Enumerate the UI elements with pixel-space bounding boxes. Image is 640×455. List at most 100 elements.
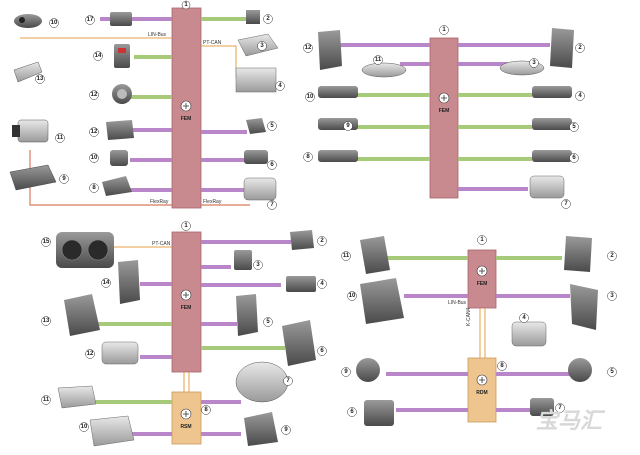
quadrant-bottom-right: FEM 1 RDM K-CAN4 LIN-Bus 11 10	[341, 235, 617, 426]
rsm-label-bl: RSM	[180, 424, 191, 430]
device-switch-3-bl	[234, 250, 252, 270]
device-motor-11-br	[360, 236, 390, 274]
quadrant-top-left: FEM 1 LIN-Bus PT-CAN FlexRay FlexRay	[9, 0, 285, 210]
callout-bl-14: 14	[103, 280, 110, 286]
callout-bl-9: 9	[284, 427, 288, 433]
device-window-switch-10-br	[360, 278, 404, 324]
fem-label-tr: FEM	[439, 108, 450, 114]
device-relay-2-tl	[246, 10, 260, 24]
callout-tr-10: 10	[307, 94, 314, 100]
callout-tl-7: 7	[270, 202, 274, 208]
device-lock-12-tl	[106, 120, 134, 140]
device-antenna-tl	[13, 61, 43, 83]
callout-tr-5: 5	[572, 124, 576, 130]
bus-label-ptcan-tl: PT-CAN	[203, 40, 222, 46]
callout-tl-10b: 10	[91, 155, 98, 161]
device-actuator-8-tl	[102, 176, 132, 196]
fem-label-br: FEM	[477, 281, 488, 287]
device-antenna-4-tr	[532, 86, 572, 98]
callout-br-8: 8	[500, 363, 504, 369]
callout-br-3: 3	[610, 293, 614, 299]
callout-tl-5: 5	[270, 123, 274, 129]
fem-label-tl: FEM	[181, 116, 192, 122]
bus-label-flexray1-tl: FlexRay	[150, 199, 169, 205]
device-switch-17-tl	[110, 12, 132, 26]
device-box-4-tl	[235, 67, 277, 93]
callout-tr-4: 4	[578, 93, 582, 99]
callout-br-11: 11	[343, 253, 350, 259]
callout-tr-9: 9	[346, 123, 350, 129]
device-latch-12-tr	[318, 30, 342, 70]
device-control-unit-tl	[12, 119, 49, 143]
device-antenna-8-tr	[318, 150, 358, 162]
callout-br-7: 7	[558, 405, 562, 411]
bus-label-linbus-br: LIN-Bus	[448, 300, 467, 306]
callout-br-5: 5	[610, 369, 614, 375]
device-mirror-9-br	[356, 358, 380, 382]
fem-label-bl: FEM	[181, 305, 192, 311]
device-motor-2-br	[564, 236, 592, 272]
fem-module-bl	[171, 231, 202, 373]
callout-tl-6: 6	[270, 162, 274, 168]
bus-label-flexray2-tl: FlexRay	[203, 199, 222, 205]
fem-module-tr	[429, 37, 459, 199]
fem-module-br	[467, 249, 497, 309]
callout-br-4: 4	[522, 315, 526, 321]
callout-tr-6: 6	[572, 155, 576, 161]
device-sensor-5-tl	[246, 118, 266, 134]
device-module-tl	[9, 164, 57, 191]
fem-number-tl: 1	[184, 2, 188, 8]
device-lock-14-bl	[118, 260, 140, 304]
device-ignition-tl	[14, 14, 42, 28]
callout-bl-11: 11	[43, 397, 50, 403]
rdm-module-br	[467, 357, 497, 423]
bus-label-kcan4-br: K-CAN4	[466, 307, 472, 326]
device-switch-14-tl	[114, 44, 130, 68]
callout-tl-3: 3	[260, 43, 264, 49]
device-sensor-2-bl	[290, 230, 314, 250]
callout-tl-11: 11	[57, 135, 64, 141]
device-antenna-5-tr	[532, 118, 572, 130]
device-antenna-10-tr	[318, 86, 358, 98]
callout-tl-2: 2	[266, 16, 270, 22]
callout-tl-17: 17	[87, 17, 94, 23]
callout-tl-10a: 10	[51, 20, 58, 26]
device-box-10-bl	[89, 415, 135, 447]
device-unit-7-tr	[529, 175, 565, 199]
callout-tr-2: 2	[578, 45, 582, 51]
callout-tr-7: 7	[564, 201, 568, 207]
bus-label-linbus-tl: LIN-Bus	[148, 32, 167, 38]
device-antenna-6-tr	[532, 150, 572, 162]
callout-bl-5: 5	[266, 319, 270, 325]
device-flap-7-bl	[235, 361, 289, 403]
device-latch-9-bl	[244, 412, 278, 446]
device-mirror-5-br	[568, 358, 592, 382]
callout-bl-15: 15	[43, 239, 50, 245]
bus-label-ptcan-bl: PT-CAN	[152, 241, 171, 247]
callout-tl-12b: 12	[91, 129, 98, 135]
device-switch-7-br	[530, 398, 554, 416]
callout-tr-8: 8	[306, 154, 310, 160]
callout-bl-2: 2	[320, 238, 324, 244]
quadrant-bottom-left: FEM 1 RSM PT-CAN	[41, 221, 327, 447]
device-instrument-cluster-bl	[56, 232, 114, 268]
callout-tl-9: 9	[62, 176, 66, 182]
callout-bl-6: 6	[320, 348, 324, 354]
callout-tl-13: 13	[37, 76, 44, 82]
callout-bl-13: 13	[43, 318, 50, 324]
callout-br-9: 9	[344, 369, 348, 375]
fem-number-br: 1	[480, 237, 484, 243]
callout-br-10: 10	[349, 293, 356, 299]
watermark-text: 宝马汇	[536, 408, 606, 434]
callout-br-6: 6	[350, 409, 354, 415]
quadrant-top-right: FEM 1 12 11 10 9 8 2 3	[303, 25, 585, 209]
fem-number-bl: 1	[184, 223, 188, 229]
device-latch-2-tr	[550, 28, 574, 68]
callout-bl-7: 7	[286, 378, 290, 384]
callout-bl-12: 12	[87, 351, 94, 357]
callout-tl-14: 14	[95, 53, 102, 59]
device-switch-3-br	[570, 284, 598, 330]
callout-tr-12: 12	[305, 45, 312, 51]
device-start-button-tl	[112, 84, 132, 104]
